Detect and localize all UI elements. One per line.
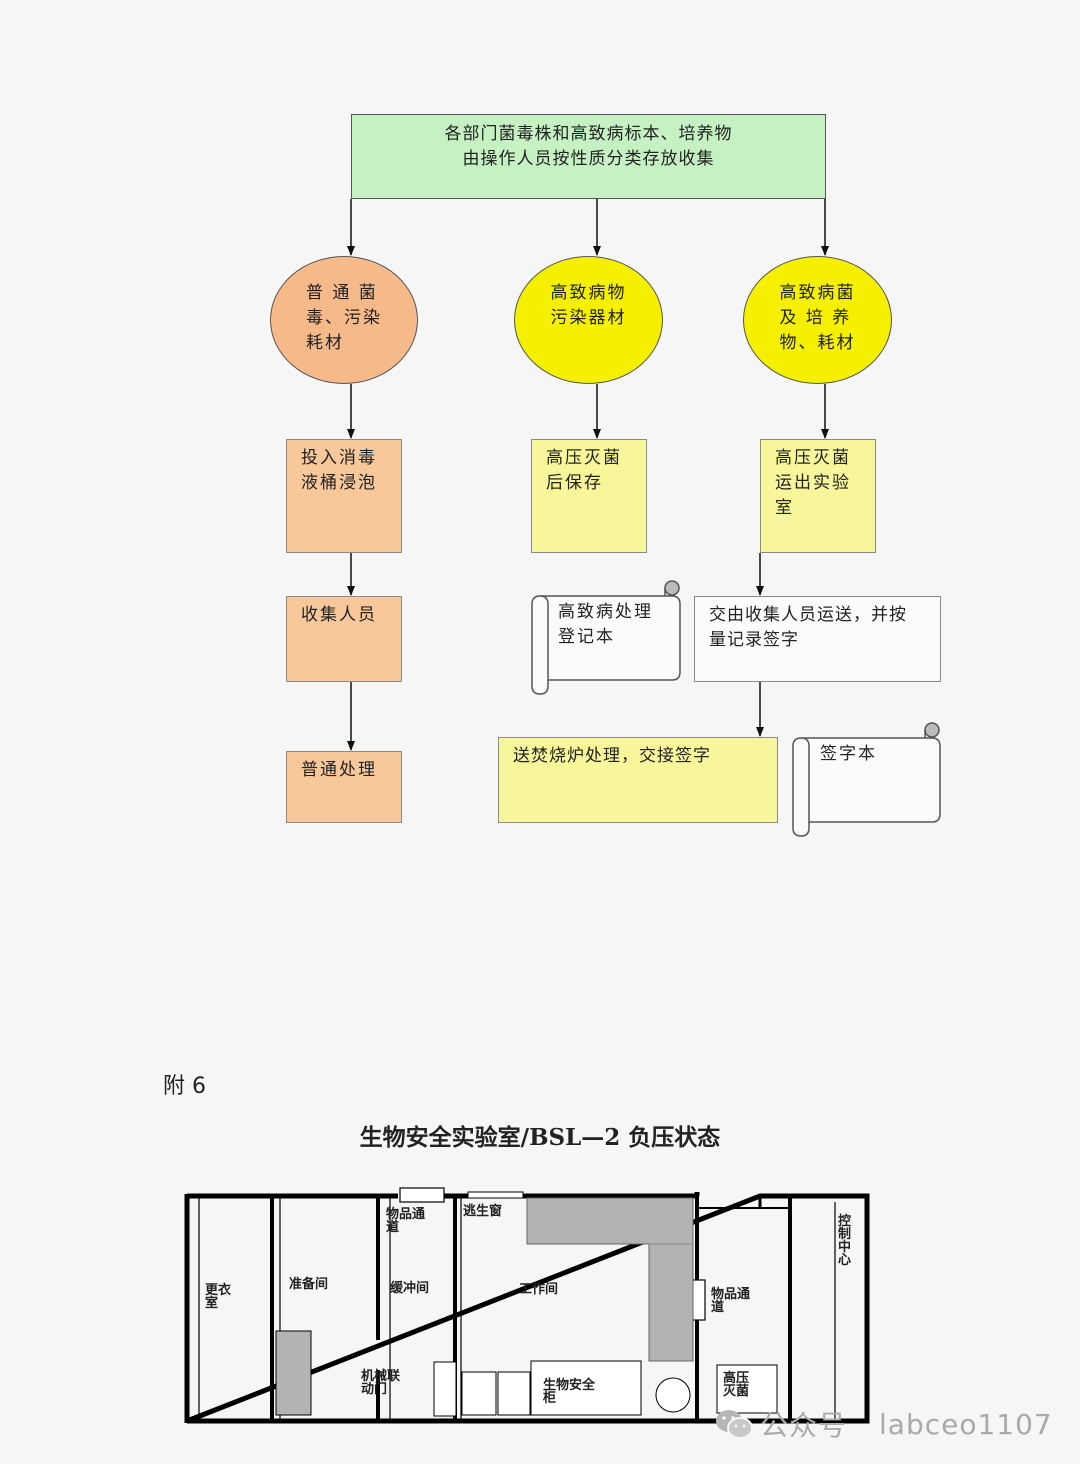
col3-step2-box: 交由收集人员运送，并按 量记录签字 (694, 596, 941, 682)
appendix-label: 附 6 (163, 1074, 206, 1099)
bsc-cabinet (530, 1360, 642, 1416)
col1-step2-text: 收集人员 (301, 605, 377, 625)
col1-circle: 普 通 菌 毒、污染 耗材 (270, 256, 418, 384)
room-work: 工作间 (519, 1282, 559, 1297)
room-escape-window: 逃生窗 (463, 1204, 503, 1219)
incinerate-text: 送焚烧炉处理，交接签字 (513, 746, 711, 766)
work-bench (526, 1197, 694, 1362)
wechat-icon (716, 1410, 753, 1439)
watermark-account: labceo1107 (879, 1407, 1053, 1441)
col3-step2-text: 交由收集人员运送，并按 量记录签字 (709, 605, 907, 650)
col2-circle: 高致病物 污染器材 (514, 256, 663, 384)
col1-circle-text: 普 通 菌 毒、污染 耗材 (306, 283, 382, 353)
col2-register-text: 高致病处理 登记本 (558, 602, 653, 647)
col1-step2-box: 收集人员 (286, 596, 402, 682)
flow-start-text: 各部门菌毒株和高致病标本、培养物 由操作人员按性质分类存放收集 (444, 124, 733, 169)
sink (655, 1377, 691, 1413)
room-prep: 准备间 (289, 1277, 329, 1292)
pass-window (399, 1187, 445, 1203)
col1-step3-box: 普通处理 (286, 751, 402, 823)
col3-step1-text: 高压灭菌 运出实验 室 (775, 448, 851, 518)
col2-step1-box: 高压灭菌 后保存 (531, 439, 647, 553)
escape-window (467, 1191, 524, 1199)
col3-step1-box: 高压灭菌 运出实验 室 (760, 439, 876, 553)
col1-step1-box: 投入消毒 液桶浸泡 (286, 439, 402, 553)
room-bsc: 生物安全 柜 (543, 1378, 596, 1406)
room-interlock-door: 机械联 动门 (361, 1369, 401, 1397)
incinerate-box: 送焚烧炉处理，交接签字 (498, 737, 778, 823)
col1-step3-text: 普通处理 (301, 760, 377, 780)
register-scroll-shape (531, 580, 681, 695)
col3-circle-text: 高致病菌 及 培 养 物、耗材 (779, 283, 856, 353)
watermark-text: 公众号 (760, 1409, 848, 1442)
signbook-text: 签字本 (820, 744, 877, 764)
autoclave-box (716, 1364, 778, 1414)
room-autoclave: 高压 灭菌 (723, 1371, 750, 1399)
signbook-scroll-shape (792, 722, 941, 837)
room-control-center: 控 制 中 心 (838, 1214, 852, 1268)
watermark: 公众号 labceo1107 (714, 1404, 1053, 1444)
col2-circle-text: 高致病物 污染器材 (550, 283, 627, 328)
room-passage2: 物品通 道 (711, 1287, 751, 1315)
signbook: 签字本 (820, 742, 930, 782)
col2-register-book: 高致病处理 登记本 (558, 600, 678, 670)
col3-circle: 高致病菌 及 培 养 物、耗材 (743, 256, 892, 384)
floorplan-title: 生物安全实验室/BSL—2 负压状态 (359, 1124, 721, 1151)
room-passage1: 物品通 道 (386, 1207, 426, 1235)
col2-step1-text: 高压灭菌 后保存 (546, 448, 622, 493)
room-changing: 更衣 室 (205, 1283, 232, 1311)
prep-bench (275, 1330, 312, 1416)
flow-start-box: 各部门菌毒株和高致病标本、培养物 由操作人员按性质分类存放收集 (351, 114, 826, 199)
room-buffer: 缓冲间 (390, 1281, 430, 1296)
col1-step1-text: 投入消毒 液桶浸泡 (301, 448, 377, 493)
flowchart-connectors (347, 199, 941, 837)
floorplan (184, 1187, 870, 1424)
